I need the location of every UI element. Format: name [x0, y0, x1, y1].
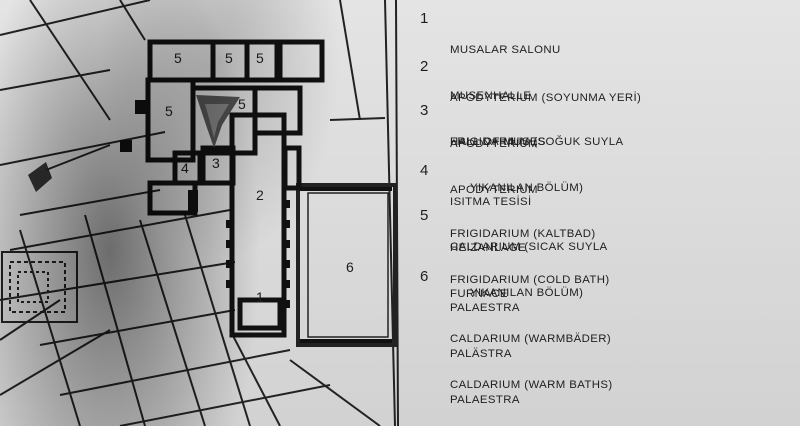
legend-line: PALAESTRA	[450, 301, 520, 314]
legend-line: HEIZANLAGE	[450, 242, 527, 255]
site-plan: 1 2 3 4 5 5 5 5 5 6	[0, 0, 399, 426]
room-number: 1	[256, 289, 264, 305]
room-number: 4	[181, 160, 189, 176]
legend-number: 6	[420, 268, 429, 285]
legend-line: PALÄSTRA	[450, 348, 512, 361]
legend-line: APODYTERIUM	[450, 184, 538, 197]
room-number: 5	[238, 96, 246, 112]
legend-number: 5	[420, 207, 429, 224]
legend-line: FRIGIDARIUM (KALTBAD)	[450, 228, 596, 241]
legend-line: MUSALAR SALONU	[450, 43, 561, 56]
legend-number: 3	[420, 102, 429, 119]
legend-line: YIKANILAN BÖLÜM)	[470, 287, 584, 300]
room-number: 5	[165, 103, 173, 119]
legend: 1 MUSALAR SALONU MUSENHALLE HALL OF MUSE…	[408, 0, 800, 426]
legend-line: APODYTERIUM	[450, 138, 538, 151]
legend-line: FURNACE	[450, 288, 508, 301]
legend-line: CALDARIUM (WARMBÄDER)	[450, 333, 612, 346]
legend-line: CALDARIUM (SICAK SUYLA	[450, 240, 608, 253]
legend-number: 2	[420, 58, 429, 75]
room-number: 3	[212, 155, 220, 171]
legend-line: ISITMA TESİSİ	[450, 195, 532, 208]
legend-line: PALAESTRA	[450, 394, 520, 407]
plan-divider	[395, 0, 399, 426]
legend-line: FRIGIDARIUM (SOĞUK SUYLA	[450, 135, 624, 148]
room-number: 2	[256, 187, 264, 203]
bath-walls	[145, 39, 325, 338]
room-number: 5	[225, 50, 233, 66]
legend-number: 1	[420, 10, 429, 27]
small-building	[1, 251, 78, 323]
legend-line: YIKANILAN BÖLÜM)	[470, 182, 584, 195]
legend-line: CALDARIUM (WARM BATHS)	[450, 379, 613, 392]
legend-line: MUSENHALLE	[450, 90, 532, 103]
legend-number: 4	[420, 162, 429, 179]
room-number: 6	[346, 259, 354, 275]
room-number: 5	[174, 50, 182, 66]
legend-line: HALL OF MUSES	[450, 136, 546, 149]
room-number: 5	[256, 50, 264, 66]
legend-line: FRIGIDARIUM (COLD BATH)	[450, 274, 610, 287]
legend-line: APODYTERIUM (SOYUNMA YERİ)	[450, 91, 642, 104]
